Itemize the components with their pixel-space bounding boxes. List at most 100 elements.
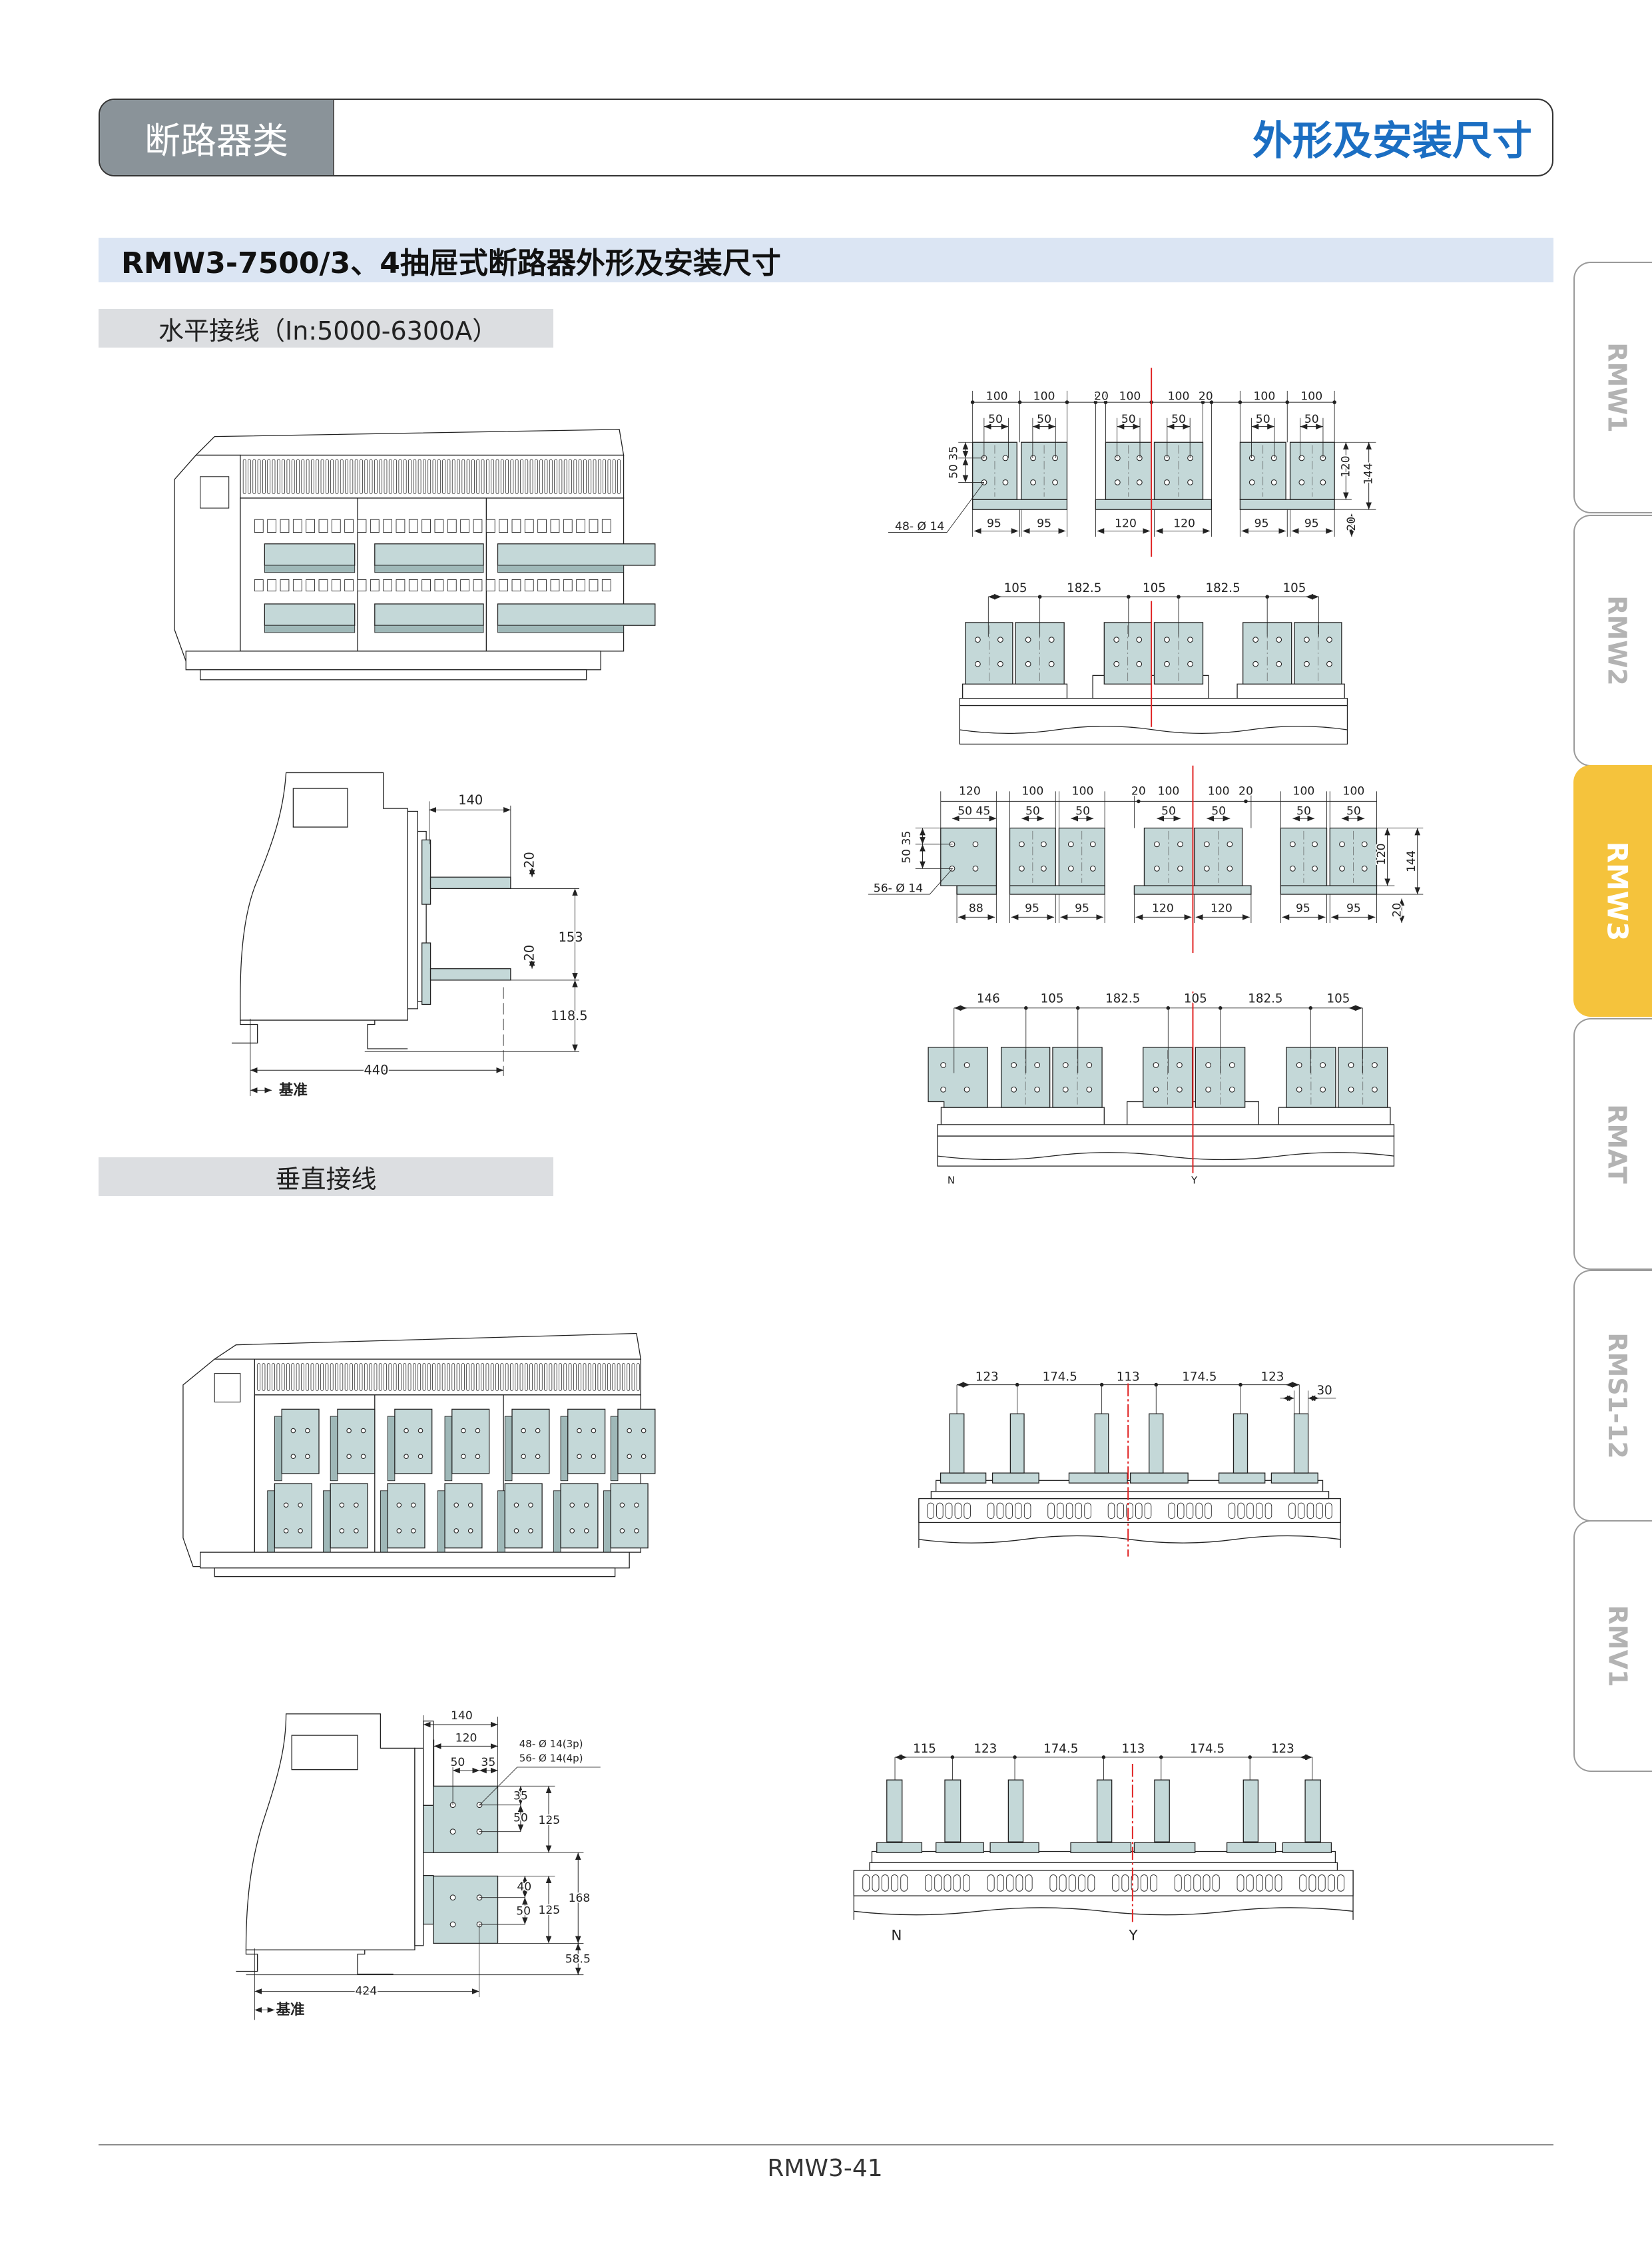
- busbar-side: [497, 1490, 505, 1553]
- mounting-hole: [411, 1502, 416, 1508]
- terminal-block: [485, 579, 495, 592]
- vent-slot: [944, 1874, 952, 1892]
- busbar-plate: [374, 543, 484, 566]
- mounting-hole: [997, 661, 1003, 667]
- vent-slot: [374, 459, 378, 494]
- busbar-side: [610, 1416, 619, 1482]
- vent-slot: [481, 1363, 484, 1391]
- side-tab-rmw3[interactable]: RMW3: [1573, 765, 1652, 1017]
- mounting-hole: [1164, 479, 1170, 485]
- datum-label: 基准: [276, 2002, 305, 2018]
- breaker-body-outline: [245, 1713, 415, 1950]
- breaker-rail: [214, 1567, 616, 1577]
- mounting-hole: [475, 1454, 481, 1459]
- vent-slot: [510, 1363, 513, 1391]
- mounting-hole: [641, 1428, 647, 1434]
- vent-slot: [862, 1874, 870, 1892]
- page-title: 外形及安装尺寸: [1252, 118, 1532, 164]
- busbar-side: [603, 1490, 611, 1553]
- vent-slot: [1005, 1502, 1013, 1520]
- vent-slot: [1337, 1874, 1345, 1892]
- dimension-dot: [1159, 1755, 1163, 1759]
- vent-slot: [617, 1363, 621, 1391]
- vent-slot: [1205, 1502, 1212, 1520]
- terminal-block: [576, 519, 585, 533]
- side-tab-rmv1[interactable]: RMV1: [1573, 1520, 1652, 1772]
- vent-slot: [602, 1363, 606, 1391]
- mounting-hole: [521, 1454, 526, 1459]
- section-title: RMW3-7500/3、4抽屉式断路器外形及安装尺寸: [121, 246, 781, 280]
- vent-slot: [1288, 1502, 1296, 1520]
- side-tab-rmat[interactable]: RMAT: [1573, 1018, 1652, 1270]
- busbar-plate: [560, 1483, 599, 1549]
- vent-slot: [266, 1363, 270, 1391]
- busbar-plate: [281, 1408, 320, 1474]
- busbar-plate: [444, 1483, 483, 1549]
- vent-slot: [286, 1363, 290, 1391]
- vent-slot: [881, 1874, 889, 1892]
- vent-slot: [987, 1874, 995, 1892]
- busbar-foot: [989, 1842, 1039, 1853]
- vent-slot: [364, 459, 368, 494]
- dimension-label: 140: [451, 1709, 473, 1723]
- mounting-hole: [1067, 841, 1074, 848]
- breaker-window: [214, 1373, 241, 1403]
- dimension-label: 113: [1121, 1742, 1145, 1756]
- dimension-label: 174.5: [1043, 1370, 1077, 1384]
- vent-slot: [267, 459, 271, 494]
- vent-slot: [291, 459, 295, 494]
- vent-slot: [636, 1363, 640, 1391]
- dimension-label: 120: [1115, 517, 1137, 531]
- breaker-base: [200, 1551, 630, 1569]
- vent-slot: [1047, 1502, 1055, 1520]
- dimension-label: 100: [1208, 784, 1230, 798]
- mounting-hole: [1040, 841, 1047, 848]
- mounting-hole: [417, 1428, 423, 1434]
- dimension-label: 95: [1304, 517, 1319, 531]
- terminal-block: [318, 519, 328, 533]
- terminal-block: [537, 579, 547, 592]
- mounting-hole: [354, 1528, 359, 1534]
- side-tab-rmw2[interactable]: RMW2: [1573, 515, 1652, 766]
- busbar-edge: [497, 625, 624, 633]
- vent-slot: [1299, 1874, 1307, 1892]
- dimension-label: 50: [1025, 804, 1040, 818]
- mounting-hole: [1298, 479, 1305, 485]
- busbar-plate: [949, 1413, 965, 1474]
- vent-slot: [1015, 1502, 1022, 1520]
- vent-slot: [891, 1874, 898, 1892]
- dimension-dot: [1099, 1382, 1104, 1387]
- mounting-hole: [1320, 1086, 1326, 1093]
- mounting-hole: [290, 1428, 296, 1434]
- vent-slot: [350, 459, 354, 494]
- busbar-side: [444, 1416, 453, 1482]
- dimension-dot: [1166, 1006, 1171, 1010]
- vent-slot: [330, 1363, 334, 1391]
- dimension-label: 48- Ø 14(3p): [519, 1738, 583, 1750]
- vent-slot: [1015, 1874, 1023, 1892]
- terminal-block: [370, 519, 380, 533]
- busbar-side: [560, 1416, 569, 1482]
- mounting-hole: [1025, 661, 1031, 667]
- mounting-hole: [1289, 865, 1296, 872]
- mounting-hole: [396, 1502, 402, 1508]
- mounting-hole: [1030, 455, 1036, 461]
- dimension-label: 20: [1391, 903, 1404, 918]
- side-tab-rmw1[interactable]: RMW1: [1573, 262, 1652, 513]
- side-tab-rms1-12[interactable]: RMS1-12: [1573, 1270, 1652, 1522]
- mounting-hole: [1229, 1086, 1235, 1093]
- terminal-block: [460, 519, 469, 533]
- mounting-hole: [467, 1502, 473, 1508]
- dimension-dot: [1101, 1755, 1106, 1759]
- busbar-plate: [1007, 1779, 1024, 1842]
- dimension-label: 113: [1117, 1370, 1140, 1384]
- dimension-label: 50: [1121, 413, 1136, 426]
- mounting-hole: [360, 1428, 366, 1434]
- vent-slot: [1068, 1874, 1076, 1892]
- busbar-strip: [423, 1805, 434, 1853]
- vent-slot: [451, 459, 455, 494]
- vent-slot: [369, 459, 373, 494]
- vent-slot: [398, 459, 402, 494]
- dimension-label: 105: [1004, 581, 1027, 595]
